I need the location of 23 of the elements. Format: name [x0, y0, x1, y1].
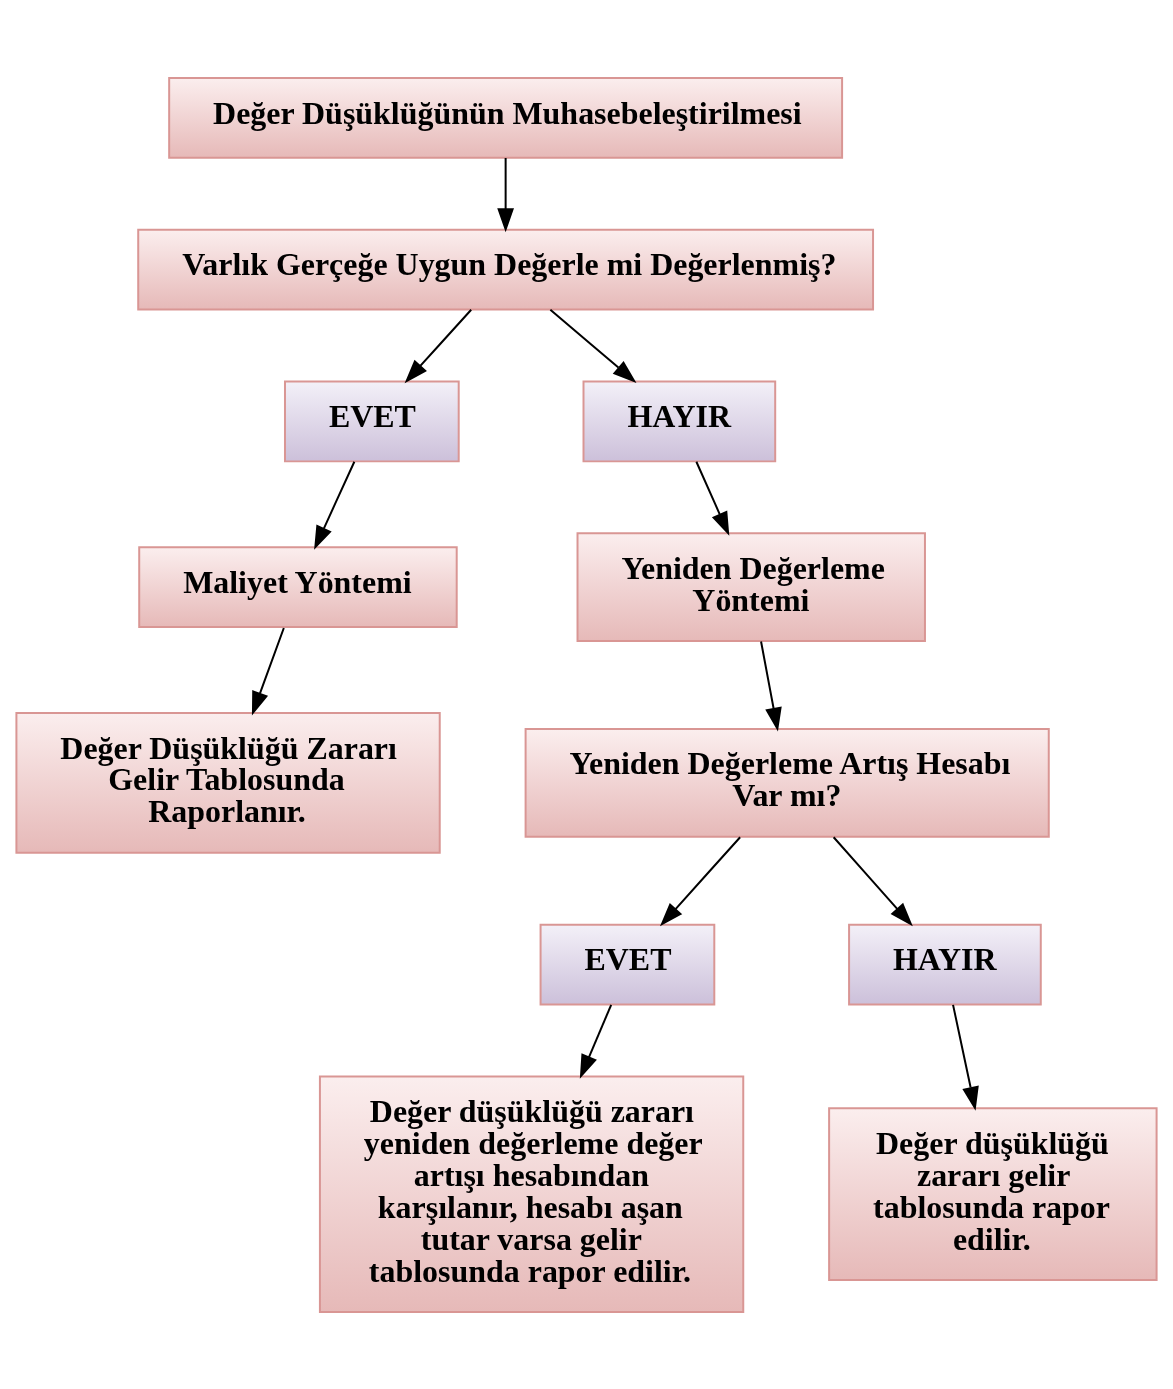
- node-box: Değer düşüklüğü zararı gelir tablosunda rapor edilir.: [828, 1106, 1158, 1281]
- node-box: Maliyet Yöntemi: [138, 545, 458, 628]
- arrow: [251, 626, 285, 715]
- node-box: Değer düşüklüğü zararı yeniden değerleme değer artışı hesabından karşılanır, hesabı aşan tutar varsa gelir tablosunda rapor edilir.: [318, 1074, 745, 1313]
- node-box: HAYIR: [582, 380, 777, 462]
- arrow: [579, 1003, 613, 1079]
- node-box: Değer Düşüklüğü Zararı Gelir Tablosunda Raporlanır.: [15, 711, 441, 854]
- arrow: [952, 1003, 979, 1111]
- arrow: [497, 156, 515, 232]
- arrow: [404, 308, 473, 383]
- node-box: Değer Düşüklüğünün Muhasebeleştirilmesi: [168, 76, 844, 159]
- node-box: Varlık Gerçeğe Uygun Değerle mi Değerlenmiş?: [137, 228, 875, 311]
- node-box: EVET: [539, 923, 716, 1005]
- arrow: [314, 460, 356, 550]
- arrow: [549, 308, 637, 383]
- arrow: [659, 835, 742, 926]
- arrow: [695, 460, 730, 536]
- arrow: [832, 835, 913, 926]
- arrow: [760, 640, 782, 732]
- node-box: Yeniden Değerleme Yöntemi: [576, 531, 926, 642]
- node-box: EVET: [284, 380, 460, 462]
- node-box: Yeniden Değerleme Artış Hesabı Var mı?: [524, 727, 1050, 838]
- node-box: HAYIR: [848, 923, 1042, 1005]
